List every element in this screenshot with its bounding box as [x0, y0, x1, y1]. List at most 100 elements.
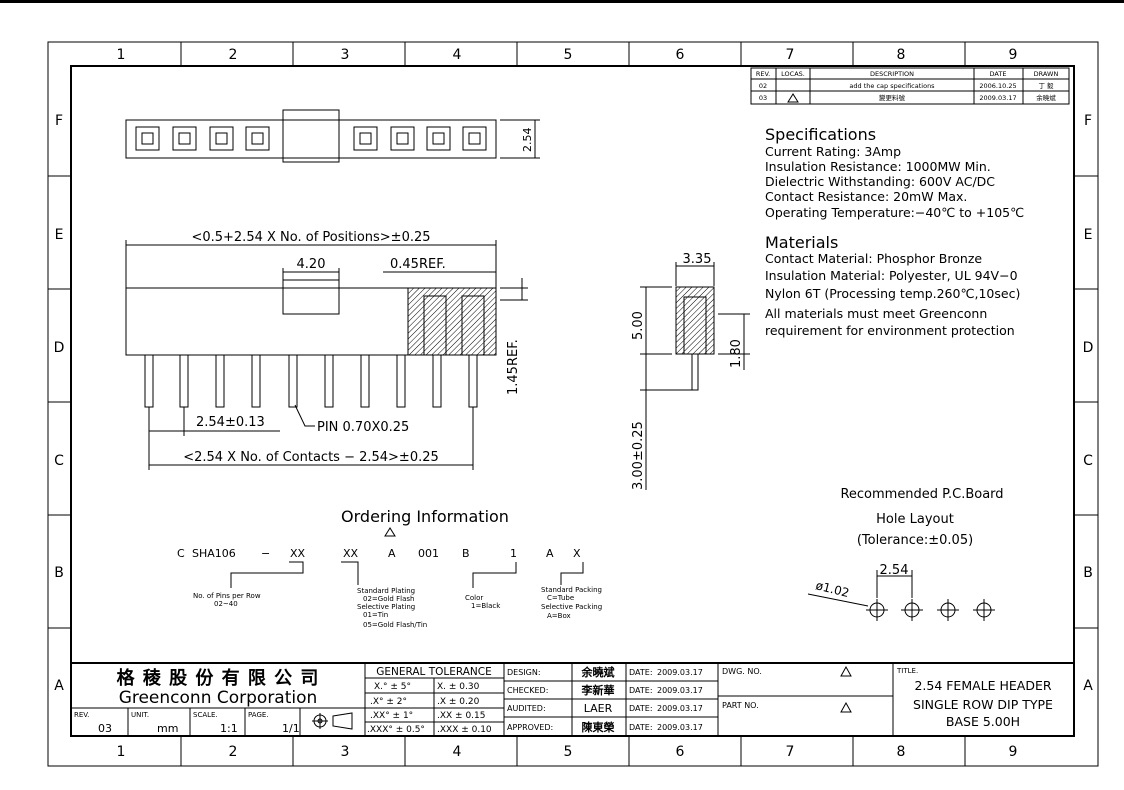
svg-text:李新華: 李新華 [581, 683, 615, 697]
svg-text:REV.: REV. [74, 711, 89, 719]
svg-text:1: 1 [117, 744, 126, 760]
svg-text:CHECKED:: CHECKED: [507, 686, 548, 695]
top-view: 2.54 [125, 109, 540, 163]
svg-text:LOCAS.: LOCAS. [781, 70, 805, 78]
svg-text:7: 7 [786, 47, 795, 63]
svg-text:03: 03 [98, 722, 112, 735]
svg-text:LAER: LAER [584, 702, 613, 715]
svg-text:.XXX° ± 0.5°: .XXX° ± 0.5° [367, 725, 425, 735]
dim-overall-length: <0.5+2.54 X No. of Positions>±0.25 [191, 230, 430, 245]
svg-text:C: C [1083, 453, 1093, 469]
svg-text:Recommended P.C.Board: Recommended P.C.Board [840, 487, 1003, 502]
dim-top-height: 2.54 [521, 128, 534, 153]
svg-text:APPROVED:: APPROVED: [507, 723, 553, 732]
svg-text:Contact Resistance: 20mW Max.: Contact Resistance: 20mW Max. [765, 189, 967, 204]
svg-text:4: 4 [453, 744, 462, 760]
svg-text:.X° ± 2°: .X° ± 2° [370, 697, 407, 707]
svg-text:A: A [388, 547, 396, 560]
svg-text:Hole Layout: Hole Layout [876, 512, 954, 527]
pcb-layout: Recommended P.C.Board Hole Layout (Toler… [807, 487, 1004, 621]
svg-text:9: 9 [1009, 47, 1018, 63]
dim-cap-width: 4.20 [297, 257, 326, 272]
svg-text:DATE:: DATE: [629, 668, 653, 677]
svg-text:余曉斌: 余曉斌 [581, 665, 615, 679]
side-view: 3.35 5.00 1.80 3.00±0.25 [631, 252, 750, 490]
svg-text:A=Box: A=Box [547, 612, 571, 620]
svg-text:02: 02 [759, 82, 767, 90]
dim-pitch: 2.54±0.13 [196, 415, 265, 430]
svg-text:Insulation Material: Polyester: Insulation Material: Polyester, UL 94V−0 [765, 268, 1018, 283]
svg-text:GENERAL TOLERANCE: GENERAL TOLERANCE [376, 666, 492, 678]
svg-text:Current Rating: 3Amp: Current Rating: 3Amp [765, 144, 901, 159]
svg-text:.XX° ± 1°: .XX° ± 1° [370, 711, 413, 721]
svg-text:2.54: 2.54 [880, 563, 909, 578]
svg-text:C: C [177, 547, 185, 560]
svg-text:9: 9 [1009, 744, 1018, 760]
row-labels-left: F E D C B A [54, 113, 65, 694]
svg-text:DWG. NO.: DWG. NO. [722, 667, 762, 676]
column-labels-top: 1 2 3 4 5 6 7 8 9 [117, 47, 1018, 63]
grid-ticks [48, 42, 1098, 766]
svg-text:Standard Plating: Standard Plating [357, 587, 415, 595]
svg-text:ø1.02: ø1.02 [814, 578, 850, 600]
svg-text:UNIT.: UNIT. [131, 711, 149, 719]
column-labels-bottom: 1 2 3 4 5 6 7 8 9 [117, 744, 1018, 760]
svg-text:C=Tube: C=Tube [547, 594, 574, 602]
svg-text:3: 3 [341, 47, 350, 63]
svg-text:Dielectric Withstanding: 600V: Dielectric Withstanding: 600V AC/DC [765, 174, 995, 189]
svg-text:All materials must meet Greenc: All materials must meet Greenconn [765, 306, 987, 321]
svg-text:TITLE.: TITLE. [896, 667, 918, 675]
svg-text:02=Gold Flash: 02=Gold Flash [363, 595, 414, 603]
svg-text:B: B [54, 565, 64, 581]
projection-symbol-icon [312, 712, 353, 730]
dwg-triangle-icon [840, 665, 852, 677]
dim-pin: PIN 0.70X0.25 [317, 420, 409, 435]
svg-text:Standard Packing: Standard Packing [541, 586, 602, 594]
svg-text:B: B [462, 547, 470, 560]
svg-text:XX: XX [343, 547, 359, 560]
svg-text:6: 6 [676, 47, 685, 63]
svg-text:8: 8 [897, 744, 906, 760]
svg-text:.XXX ± 0.10: .XXX ± 0.10 [437, 725, 492, 735]
svg-text:XX: XX [290, 547, 306, 560]
svg-text:陳東榮: 陳東榮 [582, 720, 615, 734]
svg-text:DATE:: DATE: [629, 686, 653, 695]
svg-text:PART NO.: PART NO. [722, 701, 759, 710]
outer-border [47, 41, 1099, 767]
svg-text:001: 001 [418, 547, 439, 560]
svg-text:2: 2 [229, 744, 238, 760]
svg-text:add the cap specifications: add the cap specifications [849, 82, 935, 90]
svg-text:requirement for environment pr: requirement for environment protection [765, 323, 1015, 338]
svg-text:02~40: 02~40 [214, 600, 238, 608]
ordering-title: Ordering Information [341, 507, 509, 526]
svg-text:2009.03.17: 2009.03.17 [979, 94, 1016, 102]
svg-text:變更料號: 變更料號 [879, 93, 906, 102]
svg-text:Operating Temperature:−40℃ to: Operating Temperature:−40℃ to +105℃ [765, 205, 1024, 220]
svg-text:E: E [55, 227, 64, 243]
svg-text:1: 1 [510, 547, 517, 560]
svg-text:(Tolerance:±0.05): (Tolerance:±0.05) [857, 533, 973, 548]
svg-text:F: F [55, 113, 63, 129]
svg-text:DESIGN:: DESIGN: [507, 668, 541, 677]
svg-text:1:1: 1:1 [220, 722, 238, 735]
materials-title: Materials [765, 233, 838, 252]
svg-text:C: C [54, 453, 64, 469]
svg-text:DATE: DATE [990, 70, 1007, 78]
svg-text:DRAWN: DRAWN [1034, 70, 1059, 78]
svg-text:6: 6 [676, 744, 685, 760]
svg-text:05=Gold Flash/Tin: 05=Gold Flash/Tin [363, 621, 427, 629]
revision-table: REV. LOCAS. DESCRIPTION DATE DRAWN 02 ad… [750, 67, 1070, 105]
drawing-title-line2: SINGLE ROW DIP TYPE [913, 697, 1053, 712]
dim-side-height: 5.00 [631, 311, 646, 340]
dim-ref-145: 1.45REF. [506, 339, 521, 395]
svg-text:5: 5 [564, 744, 573, 760]
svg-text:DESCRIPTION: DESCRIPTION [870, 70, 914, 78]
svg-text:E: E [1084, 227, 1093, 243]
svg-text:01=Tin: 01=Tin [363, 611, 388, 619]
svg-text:.X ± 0.20: .X ± 0.20 [437, 697, 480, 707]
top-bar [0, 0, 1124, 3]
svg-text:DATE:: DATE: [629, 723, 653, 732]
svg-text:Nylon 6T (Processing temp.260℃: Nylon 6T (Processing temp.260℃,10sec) [765, 286, 1020, 301]
drawing-title-line3: BASE 5.00H [946, 714, 1020, 729]
